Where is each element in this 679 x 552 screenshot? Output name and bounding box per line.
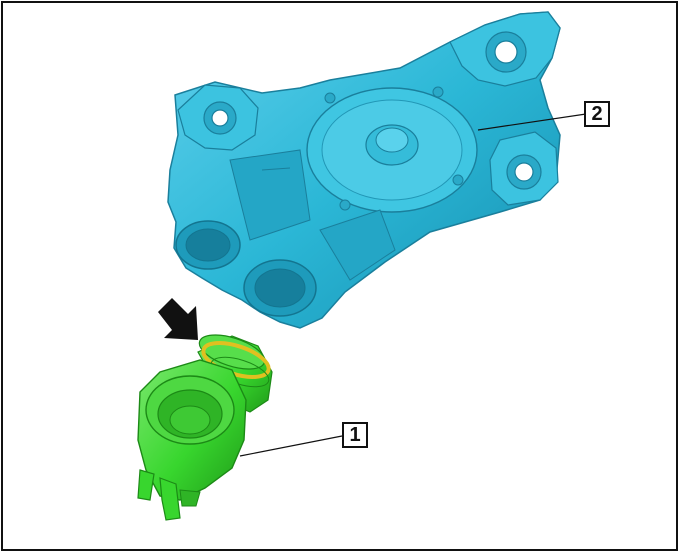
arrow-down-right-icon bbox=[158, 298, 198, 340]
connector-part bbox=[138, 328, 273, 520]
callout-1: 1 bbox=[342, 422, 368, 448]
callout-2-label: 2 bbox=[591, 103, 602, 126]
housing-part bbox=[168, 12, 560, 328]
callout-1-label: 1 bbox=[349, 424, 360, 447]
callout-2: 2 bbox=[584, 101, 610, 127]
leader-line-1 bbox=[240, 436, 342, 456]
